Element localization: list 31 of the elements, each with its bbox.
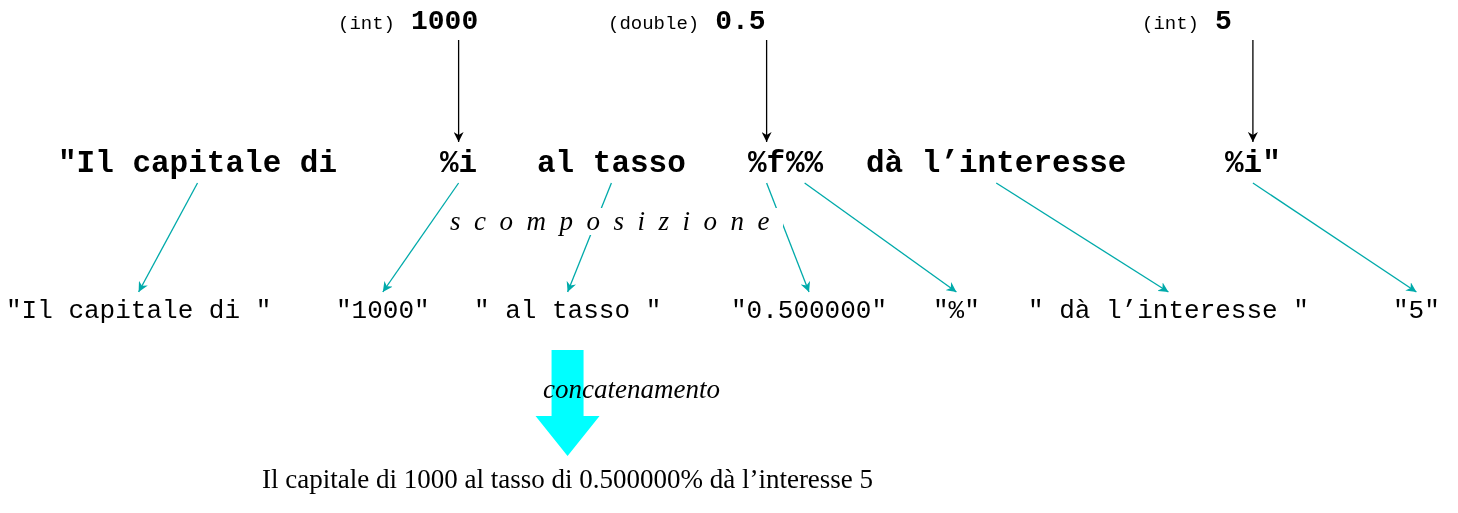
- format-string-part: "Il capitale di: [58, 148, 338, 179]
- format-string-part: %i": [1225, 148, 1281, 179]
- string-piece: " al tasso ": [474, 298, 662, 324]
- result-string: Il capitale di 1000 al tasso di 0.500000% dà l’interesse 5: [262, 466, 874, 493]
- type-cast: (int): [1142, 15, 1199, 34]
- string-piece: "5": [1393, 298, 1440, 324]
- process-label: scomposizione: [450, 208, 783, 235]
- cast-value: 5: [1215, 8, 1232, 36]
- cast-value: 0.5: [715, 8, 766, 36]
- format-string-part: dà l’interesse: [866, 148, 1127, 179]
- arrow: [382, 182, 460, 293]
- type-cast: (double): [608, 15, 700, 34]
- string-piece: "1000": [336, 298, 430, 324]
- cast-value: 1000: [411, 8, 479, 36]
- string-piece: "Il capitale di ": [6, 298, 272, 324]
- arrow: [453, 39, 464, 143]
- block-arrow: [535, 350, 600, 456]
- arrow: [1252, 182, 1418, 293]
- format-string-part: al tasso: [537, 148, 686, 179]
- arrow: [803, 182, 958, 293]
- string-piece: "%": [933, 298, 980, 324]
- string-piece: " dà l’interesse ": [1028, 298, 1309, 324]
- string-piece: "0.500000": [731, 298, 888, 324]
- arrow: [138, 182, 199, 293]
- format-string-part: %%: [786, 148, 824, 179]
- type-cast: (int): [338, 15, 395, 34]
- arrow: [995, 182, 1170, 293]
- format-string-part: %i: [440, 148, 478, 179]
- arrow: [1247, 39, 1258, 143]
- arrow: [761, 39, 772, 143]
- format-string-part: %f: [748, 148, 786, 179]
